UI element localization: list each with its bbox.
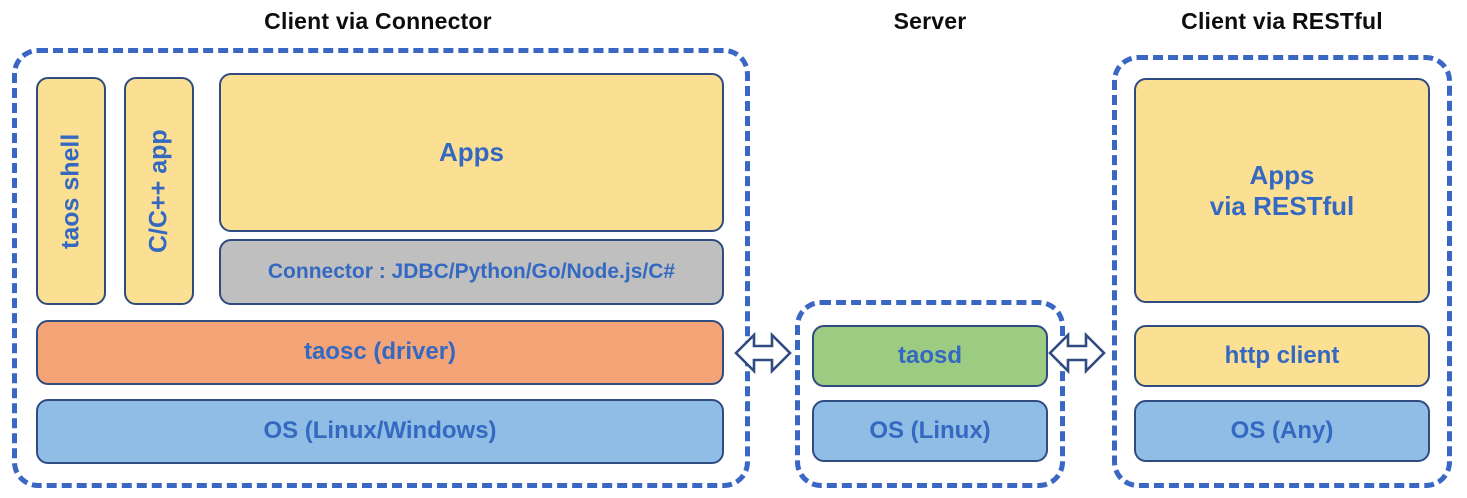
block-apps[interactable]: Apps [219, 73, 724, 232]
section-title-client-via-connector: Client via Connector [264, 8, 492, 34]
double-headed-arrow-server-restful [1048, 331, 1106, 375]
block-os-linux-windows[interactable]: OS (Linux/Windows) [36, 399, 724, 464]
block-os-linux-label: OS (Linux) [869, 416, 991, 444]
block-os-linux[interactable]: OS (Linux) [812, 400, 1048, 462]
block-apps-label: Apps [439, 137, 504, 168]
double-headed-arrow-client-server [734, 331, 792, 375]
block-http-client-label: http client [1224, 341, 1340, 369]
client-via-connector-container [12, 48, 750, 488]
block-taos-shell-label: taos shell [56, 133, 85, 249]
block-taosd[interactable]: taosd [812, 325, 1048, 387]
block-os-any[interactable]: OS (Any) [1134, 400, 1430, 462]
block-os-linux-windows-label: OS (Linux/Windows) [263, 417, 497, 445]
section-title-server: Server [893, 8, 967, 34]
block-connector-label: Connector : JDBC/Python/Go/Node.js/C# [267, 259, 676, 283]
block-os-any-label: OS (Any) [1230, 416, 1334, 444]
block-http-client[interactable]: http client [1134, 325, 1430, 387]
block-taos-shell[interactable]: taos shell [36, 77, 106, 305]
section-title-client-via-restful: Client via RESTful [1181, 8, 1383, 34]
block-apps-via-restful-line1: Apps [1249, 159, 1315, 190]
block-c-cpp-app[interactable]: C/C++ app [124, 77, 194, 305]
block-connector[interactable]: Connector : JDBC/Python/Go/Node.js/C# [219, 239, 724, 305]
block-taosc-driver[interactable]: taosc (driver) [36, 320, 724, 385]
block-taosc-driver-label: taosc (driver) [303, 338, 457, 366]
block-taosd-label: taosd [897, 341, 962, 369]
block-c-cpp-app-label: C/C++ app [144, 129, 173, 253]
block-apps-via-restful[interactable]: Apps via RESTful [1134, 78, 1430, 303]
client-via-restful-container [1112, 55, 1452, 488]
block-apps-via-restful-line2: via RESTful [1209, 190, 1355, 221]
server-container [795, 300, 1065, 488]
